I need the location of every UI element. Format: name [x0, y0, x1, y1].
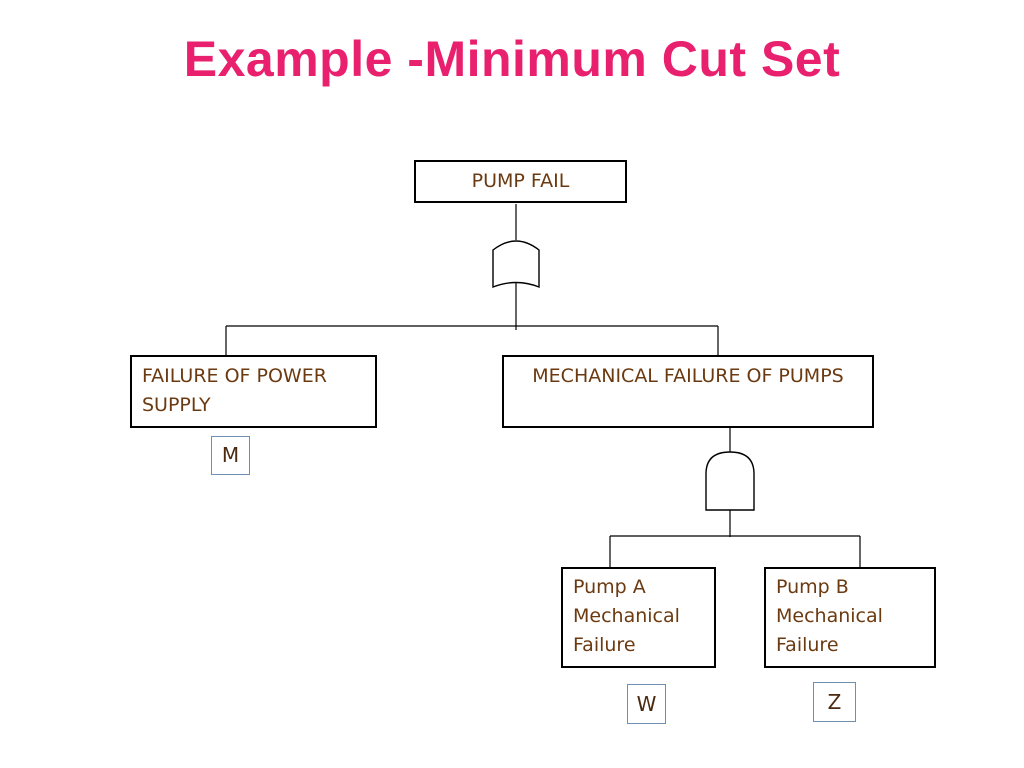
power-failure-box: FAILURE OF POWER SUPPLY	[130, 355, 377, 428]
pump-a-failure-label: Pump A Mechanical Failure	[573, 576, 680, 656]
top-event-box: PUMP FAIL	[414, 160, 627, 203]
power-event-label-m: M	[211, 436, 250, 475]
top-event-label: PUMP FAIL	[471, 170, 570, 192]
pump-b-failure-box: Pump B Mechanical Failure	[764, 567, 936, 668]
pump-a-failure-box: Pump A Mechanical Failure	[561, 567, 716, 668]
pump-a-event-label-w: W	[627, 684, 666, 724]
and-gate-icon	[705, 451, 755, 511]
pump-b-event-label-z: Z	[813, 682, 856, 722]
mechanical-failure-box: MECHANICAL FAILURE OF PUMPS	[502, 355, 874, 428]
or-gate-icon	[492, 240, 540, 289]
mechanical-failure-label: MECHANICAL FAILURE OF PUMPS	[532, 365, 844, 387]
power-failure-label: FAILURE OF POWER SUPPLY	[142, 365, 327, 416]
pump-b-failure-label: Pump B Mechanical Failure	[776, 576, 883, 656]
slide-title: Example -Minimum Cut Set	[183, 31, 841, 87]
